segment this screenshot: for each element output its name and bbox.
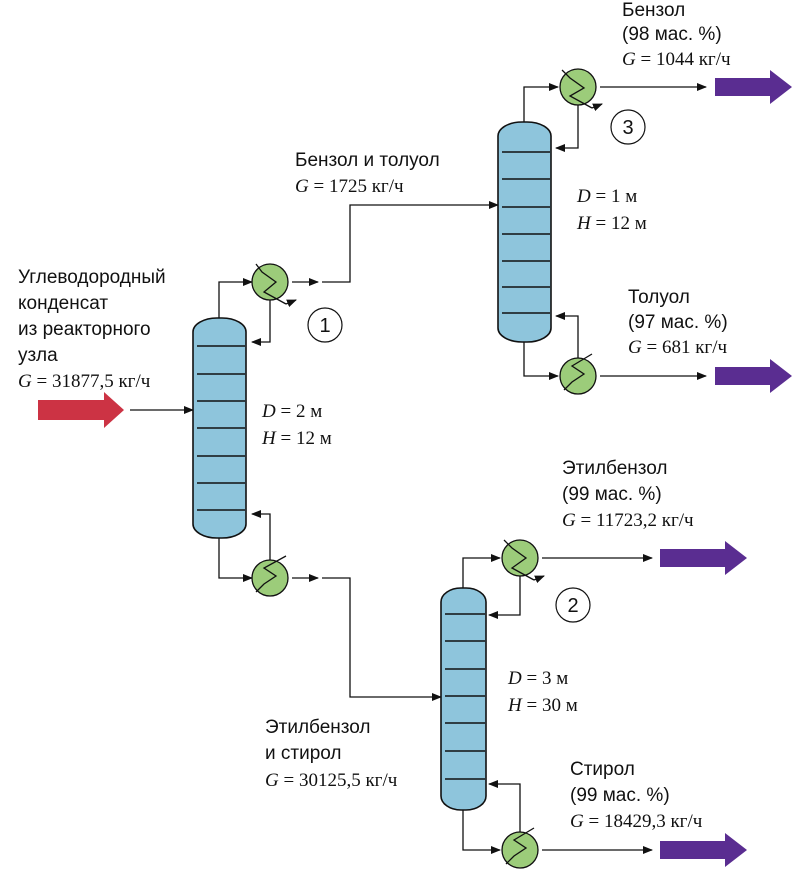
column-3-height: H = 12 м — [576, 213, 647, 234]
condenser-2-icon — [501, 539, 539, 577]
product-styrene-title: Стирол — [570, 759, 635, 780]
column-2-body — [440, 587, 487, 811]
feed-label-line4: узла — [18, 345, 58, 366]
feed-flow-rate: G = 31877,5 кг/ч — [18, 371, 151, 392]
column-3: 3 D = 1 м H = 12 м — [497, 68, 707, 395]
condenser-1-icon — [251, 263, 289, 301]
column-2-diameter: D = 3 м — [507, 668, 568, 689]
product-styrene: Стирол (99 мас. %) G = 18429,3 кг/ч — [570, 759, 747, 867]
product-toluene-flow: G = 681 кг/ч — [628, 337, 728, 358]
column-1-number-badge — [307, 307, 343, 343]
stream-ethylbenzene-styrene: Этилбензол и стирол G = 30125,5 кг/ч — [265, 577, 442, 791]
product-styrene-flow: G = 18429,3 кг/ч — [570, 811, 703, 832]
column-2-number-badge — [555, 587, 591, 623]
column-2-number: 2 — [567, 595, 578, 617]
feed-label-line3: из реакторного — [18, 319, 151, 340]
product-toluene-title: Толуол — [628, 287, 690, 308]
feed-arrow — [38, 392, 124, 428]
product-benzene-title: Бензол — [622, 0, 685, 21]
column-3-body — [497, 121, 552, 343]
column-1-height: H = 12 м — [261, 428, 332, 449]
column-1: 1 D = 2 м H = 12 м — [192, 263, 343, 597]
stream-ethylbenzene-styrene-flow: G = 30125,5 кг/ч — [265, 770, 398, 791]
product-toluene-arrow — [715, 359, 792, 393]
product-ethylbenzene-arrow — [660, 541, 747, 575]
column-1-diameter: D = 2 м — [261, 401, 322, 422]
feed-label-line2: конденсат — [18, 293, 108, 314]
stream-benzene-toluene-flow: G = 1725 кг/ч — [295, 176, 404, 197]
product-benzene-purity: (98 мас. %) — [622, 24, 722, 45]
product-benzene-arrow — [715, 70, 792, 104]
feed-block: Углеводородный конденсат из реакторного … — [18, 267, 194, 428]
stream-ethylbenzene-styrene-line1: Этилбензол — [265, 717, 371, 738]
stream-benzene-toluene-title: Бензол и толуол — [295, 150, 440, 171]
condenser-3-icon — [559, 68, 597, 106]
product-ethylbenzene-flow: G = 11723,2 кг/ч — [562, 510, 694, 531]
product-styrene-purity: (99 мас. %) — [570, 785, 670, 806]
product-toluene: Толуол (97 мас. %) G = 681 кг/ч — [628, 287, 792, 393]
product-toluene-purity: (97 мас. %) — [628, 312, 728, 333]
product-benzene: Бензол (98 мас. %) G = 1044 кг/ч — [622, 0, 792, 104]
stream-benzene-toluene: Бензол и толуол G = 1725 кг/ч — [295, 150, 499, 283]
product-ethylbenzene: Этилбензол (99 мас. %) G = 11723,2 кг/ч — [562, 458, 747, 575]
product-ethylbenzene-title: Этилбензол — [562, 458, 668, 479]
product-styrene-arrow — [660, 833, 747, 867]
column-2-height: H = 30 м — [507, 695, 578, 716]
column-3-diameter: D = 1 м — [576, 186, 637, 207]
stream-ethylbenzene-styrene-line2: и стирол — [265, 743, 342, 764]
product-ethylbenzene-purity: (99 мас. %) — [562, 484, 662, 505]
feed-label-line1: Углеводородный — [18, 267, 166, 288]
column-2: 2 D = 3 м H = 30 м — [440, 539, 653, 869]
column-3-number-badge — [610, 109, 646, 145]
product-benzene-flow: G = 1044 кг/ч — [622, 49, 731, 70]
column-1-number: 1 — [319, 315, 330, 337]
column-3-number: 3 — [622, 117, 633, 139]
